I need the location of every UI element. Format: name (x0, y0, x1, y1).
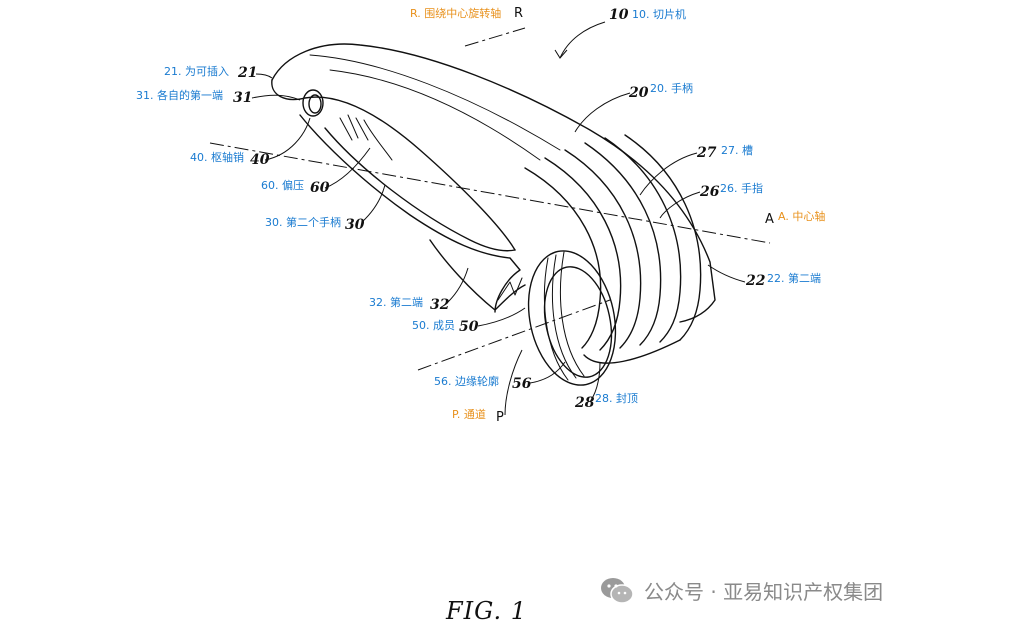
numeral-10: 10 (609, 7, 629, 23)
finger-26 (544, 157, 622, 351)
leader-50 (477, 307, 526, 327)
watermark-text: 公众号 · 亚易知识产权集团 (644, 580, 884, 604)
leader-60 (324, 147, 371, 189)
leader-56 (529, 361, 566, 384)
watermark: 公众号 · 亚易知识产权集团 (600, 576, 883, 605)
handle-20-top-highlight (309, 54, 561, 161)
annotation-50: 50. 成员 (412, 319, 455, 332)
leader-30 (361, 184, 386, 223)
annotation-26: 26. 手指 (720, 182, 763, 195)
finger-26 (564, 149, 642, 349)
leader-27 (639, 152, 698, 196)
annotation-P: P. 通道 (452, 408, 486, 421)
numeral-21: 21 (238, 65, 258, 81)
annotation-30: 30. 第二个手柄 (265, 216, 341, 229)
annotation-28: 28. 封顶 (595, 392, 638, 405)
wechat-icon (601, 577, 634, 604)
annotation-27: 27. 槽 (721, 144, 753, 157)
leader-10-arrow (559, 21, 606, 59)
numeral-60: 60 (310, 180, 330, 196)
handle-20-underside (271, 79, 516, 251)
ring-member-50 (527, 250, 617, 386)
finger-26 (604, 137, 682, 343)
finger-26 (584, 142, 662, 346)
second-handle-30-inner (324, 127, 516, 252)
leader-32 (447, 267, 469, 303)
numeral-27: 27 (697, 145, 717, 161)
second-handle-30-outline (299, 114, 521, 313)
annotation-40: 40. 枢轴销 (190, 151, 244, 164)
handle-20-outline (271, 43, 716, 323)
annotation-20: 20. 手柄 (650, 82, 693, 95)
numeral-50: 50 (459, 319, 479, 335)
figure-caption: FIG. 1 (446, 597, 527, 625)
numeral-40: 40 (250, 152, 270, 168)
leader-28 (589, 361, 601, 403)
leader-21 (255, 73, 273, 79)
cap-28 (583, 339, 681, 364)
numeral-31: 31 (233, 90, 253, 106)
annotation-R: R. 围绕中心旋转轴 (410, 7, 502, 20)
edge-profile-56 (544, 251, 585, 381)
leader-20 (574, 92, 631, 133)
annotation-21: 21. 为可插入 (164, 65, 229, 78)
annotation-22: 22. 第二端 (767, 272, 821, 285)
numeral-22: 22 (746, 273, 766, 289)
annotation-56: 56. 边缘轮廓 (434, 375, 499, 388)
annotation-60: 60. 偏压 (261, 179, 304, 192)
second-handle-notch (497, 277, 523, 301)
axis-P-line (417, 299, 611, 371)
leader-22 (707, 264, 746, 283)
numeral-32: 32 (430, 297, 450, 313)
pivot-pin-40 (302, 89, 324, 117)
numeral-56: 56 (512, 376, 532, 392)
leader-26 (659, 191, 701, 219)
numeral-26: 26 (700, 184, 720, 200)
numeral-A: A (765, 212, 774, 227)
leader-P (504, 349, 523, 416)
numeral-20: 20 (629, 85, 649, 101)
finger-26 (624, 134, 702, 341)
annotation-32: 32. 第二端 (369, 296, 423, 309)
leader-40 (264, 117, 311, 161)
numeral-30: 30 (345, 217, 365, 233)
annotation-10: 10. 切片机 (632, 8, 686, 21)
bias-spring-60 (339, 114, 393, 161)
finger-26 (524, 167, 602, 349)
numeral-P: P (496, 410, 504, 425)
numeral-R: R (514, 6, 524, 21)
second-end-32 (429, 239, 526, 311)
axis-R-line (464, 27, 526, 47)
annotation-A: A. 中心轴 (778, 210, 826, 223)
numeral-28: 28 (575, 395, 595, 411)
axis-A-line (209, 142, 771, 244)
annotation-31: 31. 各自的第一端 (136, 89, 223, 102)
leader-31 (251, 94, 301, 101)
